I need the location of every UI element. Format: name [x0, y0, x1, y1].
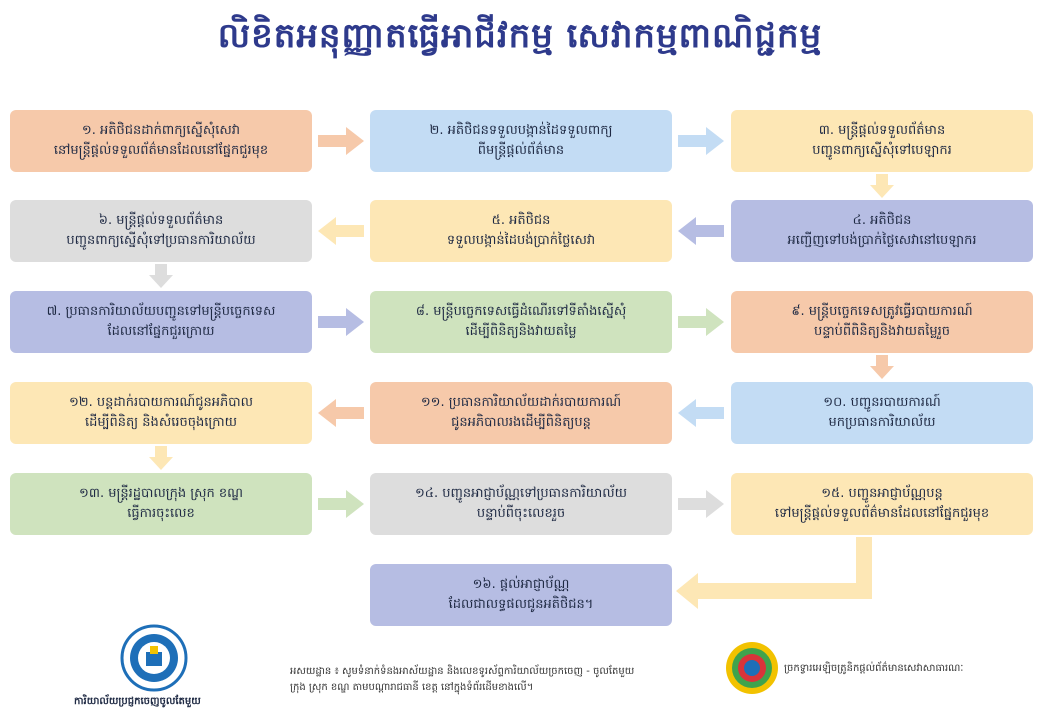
- arrow-right-7-8-icon: [318, 308, 364, 336]
- arrow-left-4-5-icon: [678, 217, 724, 245]
- step-4-line1: ៤. អតិថិជន: [852, 213, 912, 228]
- step-12-line1: ១២. បន្តដាក់របាយការណ៍ជូនអភិបាល: [68, 395, 254, 410]
- step-7-line2: ដែលនៅផ្នែកជួរក្រោយ: [107, 324, 215, 339]
- step-8-line2: ដើម្បីពិនិត្យនិងវាយតម្លៃ: [465, 324, 577, 339]
- step-12-line2: ដើម្បីពិនិត្យ និងសំរេចចុងក្រោយ: [85, 415, 237, 430]
- step-5-box: ៥. អតិថិជន ទទួលបង្កាន់ដៃបង់ប្រាក់ថ្លៃសេវ…: [370, 200, 672, 262]
- step-3-box: ៣. មន្ត្រីផ្តល់ទទួលព័ត៌មាន បញ្ជូនពាក្យស្…: [731, 110, 1033, 172]
- left-logo-caption: ការិយាល័យប្រជ្ញកចេញចូលតែមួយ: [74, 696, 201, 707]
- arrow-left-11-12-icon: [318, 399, 364, 427]
- arrow-right-13-14-icon: [318, 490, 364, 518]
- step-12-box: ១២. បន្តដាក់របាយការណ៍ជូនអភិបាល ដើម្បីពិន…: [10, 382, 312, 444]
- arrow-elbow-15-16-icon: [676, 537, 872, 609]
- step-1-box: ១. អតិថិជនដាក់ពាក្យស្នើសុំសេវា នៅមន្ត្រី…: [10, 110, 312, 172]
- one-window-office-logo: [120, 624, 188, 692]
- step-2-line2: ពីមន្ត្រីផ្តល់ព័ត៌មាន: [477, 143, 565, 158]
- step-16-box: ១៦. ផ្តល់អាជ្ញាប័ណ្ណ ដែលជាលទ្ធផលជូនអតិថិ…: [370, 564, 672, 626]
- step-9-box: ៩. មន្ត្រីបច្ចេកទេសត្រូវធ្វើរបាយការណ៍ បន…: [731, 291, 1033, 353]
- step-6-line2: បញ្ជូនពាក្យស្នើសុំទៅប្រធានការិយាល័យ: [66, 233, 256, 248]
- step-10-box: ១០. បញ្ជូនរបាយការណ៍ មកប្រធានការិយាល័យ: [731, 382, 1033, 444]
- step-8-box: ៨. មន្ត្រីបច្ចេកទេសធ្វើដំណើរទៅទីតាំងស្នើ…: [370, 291, 672, 353]
- public-service-portal-logo: [726, 642, 778, 694]
- arrow-left-5-6-icon: [318, 217, 364, 245]
- arrow-right-2-3-icon: [678, 127, 724, 155]
- step-3-line2: បញ្ជូនពាក្យស្នើសុំទៅបេឡាករ: [812, 143, 952, 158]
- step-5-line2: ទទួលបង្កាន់ដៃបង់ប្រាក់ថ្លៃសេវា: [446, 233, 596, 248]
- step-16-line2: ដែលជាលទ្ធផលជូនអតិថិជន។: [448, 597, 594, 612]
- step-4-box: ៤. អតិថិជន អញ្ជើញទៅបង់ប្រាក់ថ្លៃសេវានៅបេ…: [731, 200, 1033, 262]
- step-9-line1: ៩. មន្ត្រីបច្ចេកទេសត្រូវធ្វើរបាយការណ៍: [791, 304, 973, 319]
- step-1-line1: ១. អតិថិជនដាក់ពាក្យស្នើសុំសេវា: [81, 123, 241, 138]
- step-6-box: ៦. មន្ត្រីផ្តល់ទទួលព័ត៌មាន បញ្ជូនពាក្យស្…: [10, 200, 312, 262]
- step-13-box: ១៣. មន្ត្រីរដ្ឋបាលក្រុង ស្រុក ខណ្ឌ ធ្វើក…: [10, 473, 312, 535]
- step-8-line1: ៨. មន្ត្រីបច្ចេកទេសធ្វើដំណើរទៅទីតាំងស្នើ…: [415, 304, 627, 319]
- step-16-line1: ១៦. ផ្តល់អាជ្ញាប័ណ្ណ: [472, 577, 570, 592]
- step-2-line1: ២. អតិថិជនទទួលបង្កាន់ដៃទទួលពាក្យ: [429, 123, 613, 138]
- arrow-down-3-4-icon: [870, 174, 894, 198]
- step-14-box: ១៤. បញ្ជូនអាជ្ញាប័ណ្ណទៅប្រធានការិយាល័យ ប…: [370, 473, 672, 535]
- arrow-down-12-13-icon: [149, 446, 173, 470]
- arrow-right-1-2-icon: [318, 127, 364, 155]
- page-title: លិខិតអនុញ្ញាតធ្វើអាជីវកម្ម សេវាកម្មពាណិជ…: [217, 16, 823, 56]
- step-1-line2: នៅមន្ត្រីផ្តល់ទទួលព័ត៌មានដែលនៅផ្នែកជួរមុ…: [53, 143, 269, 158]
- arrow-left-10-11-icon: [678, 399, 724, 427]
- step-7-line1: ៧. ប្រធានការិយាល័យបញ្ជូនទៅមន្ត្រីបច្ចេកទ…: [46, 304, 276, 319]
- step-5-line1: ៥. អតិថិជន: [491, 213, 551, 228]
- step-11-line2: ជូនអភិបាលរងដើម្បីពិនិត្យបន្ត: [451, 415, 591, 430]
- arrow-down-9-10-icon: [870, 355, 894, 379]
- step-14-line2: បន្ទាប់ពីចុះលេខរួច: [476, 506, 566, 521]
- step-4-line2: អញ្ជើញទៅបង់ប្រាក់ថ្លៃសេវានៅបេឡាករ: [787, 233, 977, 248]
- address-note: អសយដ្ឋាន ៖ សូមទំនាក់ទំនងអាស័យដ្ឋាន និងលេ…: [290, 664, 710, 696]
- step-11-box: ១១. ប្រធានការិយាល័យដាក់របាយការណ៍ ជូនអភិប…: [370, 382, 672, 444]
- right-logo-caption: ច្រកទ្វារអេឡិចត្រូនិកផ្តល់ព័ត៌មានសេវាសាធ…: [784, 663, 964, 674]
- arrow-right-14-15-icon: [678, 490, 724, 518]
- arrow-down-6-7-icon: [149, 264, 173, 288]
- step-13-line2: ធ្វើការចុះលេខ: [127, 506, 195, 521]
- step-14-line1: ១៤. បញ្ជូនអាជ្ញាប័ណ្ណទៅប្រធានការិយាល័យ: [414, 486, 628, 501]
- address-line-1: អសយដ្ឋាន ៖ សូមទំនាក់ទំនងអាស័យដ្ឋាន និងលេ…: [290, 666, 635, 677]
- step-7-box: ៧. ប្រធានការិយាល័យបញ្ជូនទៅមន្ត្រីបច្ចេកទ…: [10, 291, 312, 353]
- step-15-line1: ១៥. បញ្ជូនអាជ្ញាប័ណ្ណបន្ត: [821, 486, 943, 501]
- step-10-line2: មកប្រធានការិយាល័យ: [828, 415, 936, 430]
- step-13-line1: ១៣. មន្ត្រីរដ្ឋបាលក្រុង ស្រុក ខណ្ឌ: [79, 486, 243, 501]
- address-line-2: ក្រុង ស្រុក ខណ្ឌ តាមបណ្តារាជធានី ខេត្ត ន…: [290, 682, 534, 693]
- step-6-line1: ៦. មន្ត្រីផ្តល់ទទួលព័ត៌មាន: [98, 213, 224, 228]
- step-15-line2: ទៅមន្ត្រីផ្តល់ទទួលព័ត៌មានដែលនៅផ្នែកជួរមុ…: [774, 506, 990, 521]
- arrow-right-8-9-icon: [678, 308, 724, 336]
- step-2-box: ២. អតិថិជនទទួលបង្កាន់ដៃទទួលពាក្យ ពីមន្ត្…: [370, 110, 672, 172]
- step-9-line2: បន្ទាប់ពីពិនិត្យនិងវាយតម្លៃរួច: [814, 324, 950, 339]
- step-3-line1: ៣. មន្ត្រីផ្តល់ទទួលព័ត៌មាន: [818, 123, 946, 138]
- step-11-line1: ១១. ប្រធានការិយាល័យដាក់របាយការណ៍: [420, 395, 622, 410]
- step-15-box: ១៥. បញ្ជូនអាជ្ញាប័ណ្ណបន្ត ទៅមន្ត្រីផ្តល់…: [731, 473, 1033, 535]
- step-10-line1: ១០. បញ្ជូនរបាយការណ៍: [823, 395, 941, 410]
